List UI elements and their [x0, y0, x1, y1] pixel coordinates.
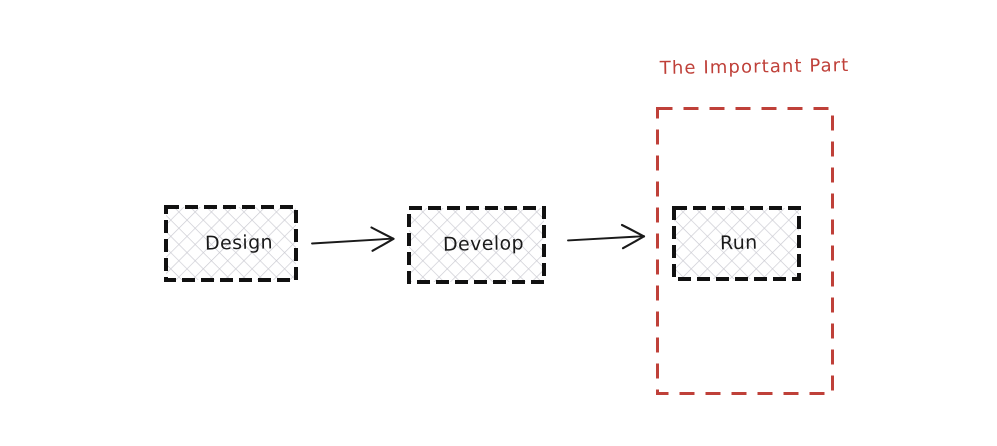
arrow-shaft [567, 235, 645, 242]
node-design-border [164, 205, 298, 282]
node-run-border [672, 206, 801, 281]
arrow-head-lower [371, 237, 395, 252]
node-run-fill [674, 208, 799, 279]
group-important-part[interactable] [656, 107, 834, 395]
node-develop-label: Develop [442, 232, 525, 256]
node-develop-border [407, 206, 546, 284]
arrow-head [370, 226, 395, 240]
arrow-head-lower [621, 235, 646, 250]
group-border-important-part [656, 107, 834, 395]
node-develop[interactable] [407, 206, 546, 284]
node-run-label: Run [719, 231, 758, 255]
arrow-design-to-develop [311, 226, 395, 252]
node-run[interactable] [672, 206, 801, 281]
group-title-important-part: The Important Part [659, 55, 850, 79]
arrow-shaft [311, 237, 394, 245]
node-design-fill [166, 207, 296, 280]
node-design-label: Design [204, 231, 274, 255]
arrow-develop-to-run [567, 223, 646, 250]
node-design[interactable] [164, 205, 298, 282]
node-develop-fill [409, 208, 544, 282]
arrow-head [620, 223, 646, 238]
